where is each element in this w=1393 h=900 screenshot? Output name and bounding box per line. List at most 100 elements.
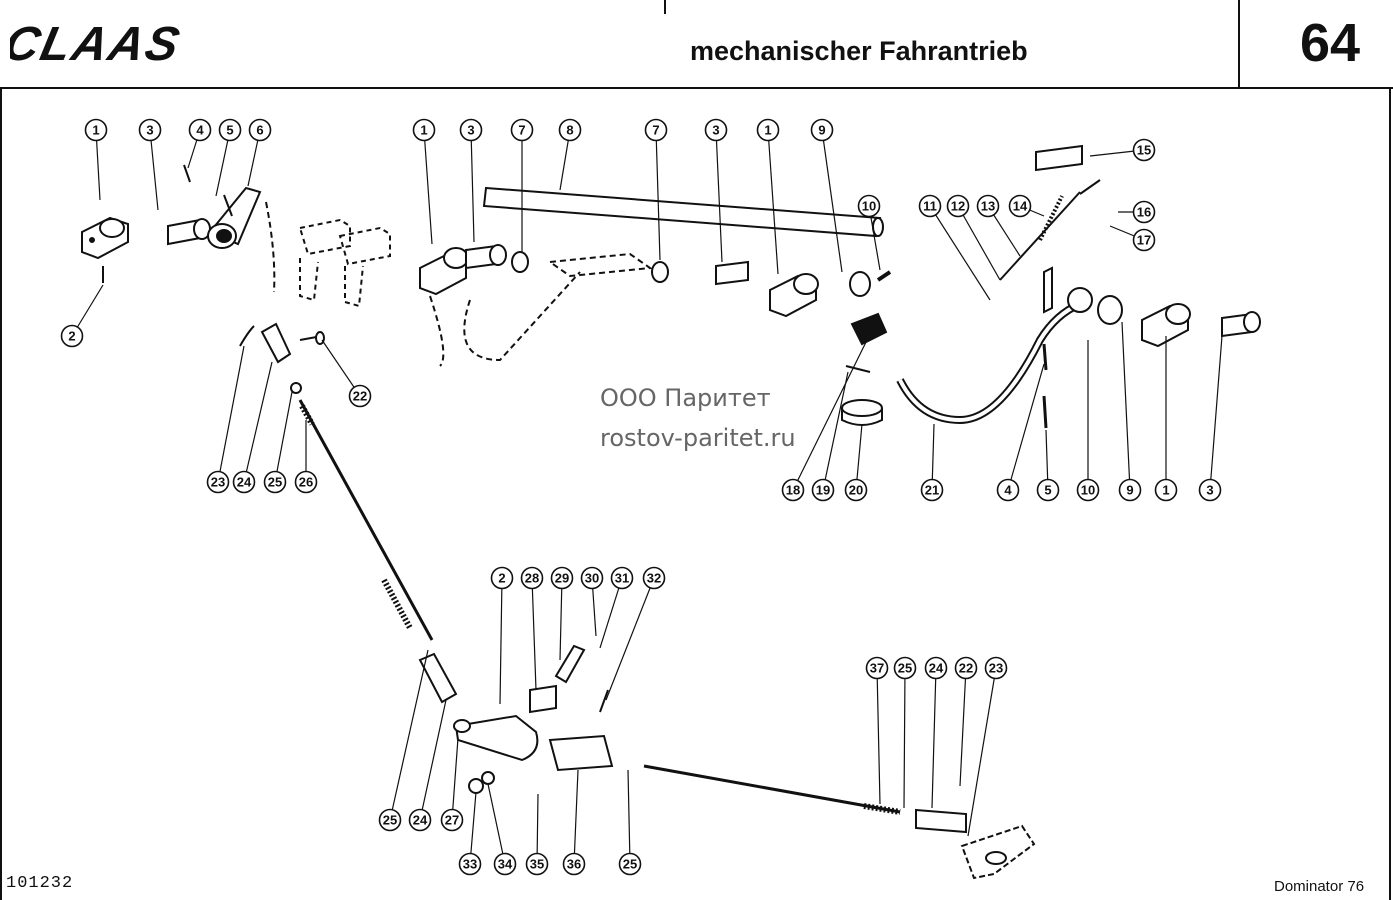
callout-circle: [1198, 478, 1222, 502]
callout-circle: [562, 852, 586, 876]
callout-number: 13: [981, 199, 995, 214]
part-callout: 24: [232, 470, 256, 494]
frame-right: [1389, 87, 1391, 900]
callout-circle: [918, 194, 942, 218]
header-divider-right: [1238, 0, 1240, 88]
part-callout: 31: [610, 566, 634, 590]
callout-circle: [138, 118, 162, 142]
part-callout: 36: [562, 852, 586, 876]
callout-number: 25: [383, 813, 397, 828]
callout-leader: [487, 783, 506, 865]
callout-circle: [459, 118, 483, 142]
callout-leader: [419, 699, 447, 821]
callout-circle: [642, 566, 666, 590]
part-callout: 29: [550, 566, 574, 590]
callout-circle: [781, 478, 805, 502]
callout-circle: [84, 118, 108, 142]
part-callout: 28: [520, 566, 544, 590]
page-title: mechanischer Fahrantrieb: [690, 36, 1028, 66]
callout-circle: [618, 852, 642, 876]
callout-number: 31: [615, 571, 629, 586]
callout-circle: [60, 324, 84, 348]
watermark-company: ООО Паритет: [600, 384, 771, 412]
part-callout: 24: [924, 656, 948, 680]
callout-leader: [1209, 335, 1223, 491]
part-callout: 17: [1132, 228, 1156, 252]
callout-number: 12: [951, 199, 965, 214]
part-callout: 22: [954, 656, 978, 680]
callout-number: 35: [530, 857, 544, 872]
switch-part: [1035, 144, 1083, 172]
claas-logo: CLAAS: [10, 20, 186, 66]
callout-number: 19: [816, 483, 830, 498]
part-callout: 16: [1132, 200, 1156, 224]
part-callout: 6: [248, 118, 272, 142]
part-callout: 3: [1198, 478, 1222, 502]
callout-leader: [217, 345, 245, 483]
callout-number: 32: [647, 571, 661, 586]
part-callout: 25: [618, 852, 642, 876]
machine-model: Dominator 76: [1274, 878, 1365, 895]
part-callout: 19: [811, 478, 835, 502]
callout-circle: [1132, 228, 1156, 252]
callout-leader: [1121, 321, 1131, 491]
callout-number: 9: [818, 123, 825, 138]
callout-circle: [493, 852, 517, 876]
part-callout: 3: [704, 118, 728, 142]
callout-circle: [520, 566, 544, 590]
part-callout: 5: [218, 118, 242, 142]
threaded-rod-part: [298, 399, 434, 641]
bracket-part: [548, 734, 614, 772]
callout-circle: [558, 118, 582, 142]
callout-leader: [627, 769, 631, 865]
callout-leader: [715, 129, 723, 263]
part-callout: 1: [84, 118, 108, 142]
callout-leader: [929, 205, 991, 301]
callout-number: 3: [146, 123, 153, 138]
callout-circle: [1132, 200, 1156, 224]
claas-logo-text: CLAAS: [10, 20, 186, 66]
part-callout: 9: [810, 118, 834, 142]
callout-leader: [559, 577, 563, 661]
callout-number: 26: [299, 475, 313, 490]
callout-circle: [458, 852, 482, 876]
callout-number: 37: [870, 661, 884, 676]
callout-leader: [903, 667, 906, 809]
part-callout: 20: [844, 478, 868, 502]
callout-circle: [1132, 138, 1156, 162]
callout-leader: [959, 667, 967, 787]
callout-number: 28: [525, 571, 539, 586]
callout-number: 6: [256, 123, 263, 138]
callout-circle: [1154, 478, 1178, 502]
callout-number: 24: [929, 661, 944, 676]
callout-number: 10: [1081, 483, 1095, 498]
callout-number: 30: [585, 571, 599, 586]
callout-number: 25: [623, 857, 637, 872]
callout-leader: [931, 667, 937, 809]
callout-circle: [580, 566, 604, 590]
callout-number: 9: [1126, 483, 1133, 498]
callout-circle: [756, 118, 780, 142]
part-callout: 30: [580, 566, 604, 590]
part-callout: 18: [781, 478, 805, 502]
callout-circle: [1118, 478, 1142, 502]
callout-leader: [605, 577, 655, 701]
callout-number: 1: [92, 123, 99, 138]
callout-circle: [206, 470, 230, 494]
callout-circle: [348, 384, 372, 408]
callout-circle: [865, 656, 889, 680]
part-callout: 13: [976, 194, 1000, 218]
callout-leader: [1007, 363, 1045, 491]
callout-leader: [573, 769, 579, 865]
part-callout: 7: [644, 118, 668, 142]
callout-leader: [822, 371, 849, 491]
callout-leader: [423, 129, 433, 245]
callout-circle: [218, 118, 242, 142]
clevis-part: [260, 322, 292, 364]
part-callout: 2: [490, 566, 514, 590]
part-callout: 24: [408, 808, 432, 832]
callout-number: 34: [498, 857, 513, 872]
callout-leader: [469, 791, 477, 865]
callout-circle: [378, 808, 402, 832]
